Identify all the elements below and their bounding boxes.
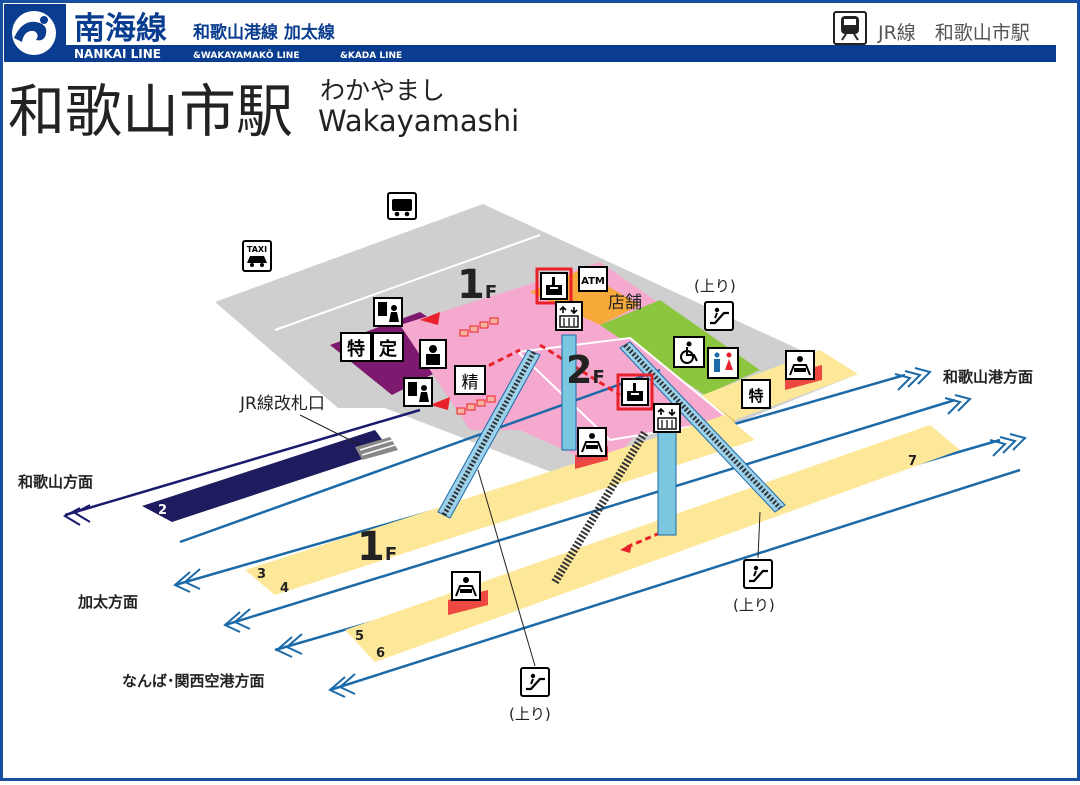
floor-label-upper: 1F	[457, 262, 497, 308]
up-label-1: (上り)	[694, 277, 736, 295]
line-name-en: NANKAI LINE	[74, 47, 161, 61]
jr-station-link: JR線 和歌山市駅	[877, 22, 1030, 44]
ticket-machine-icon-2	[403, 377, 433, 407]
svg-text:ATM: ATM	[581, 276, 605, 287]
waiting-room-icon-3	[448, 571, 488, 615]
floor-label-platform: 1F	[357, 524, 397, 570]
atm-icon: ATM	[578, 266, 608, 292]
station-name-kana: わかやまし	[320, 76, 445, 105]
fare-gates	[456, 317, 499, 415]
platform-numbers: 2 3 4 5 6 7	[158, 454, 917, 661]
svg-text:2: 2	[158, 503, 167, 518]
svg-text:5: 5	[355, 629, 364, 644]
elevator-icon-2	[653, 403, 681, 433]
bus-icon	[387, 192, 417, 220]
stairs-1	[551, 429, 649, 585]
tokkyu-ticket-icon: 特	[741, 379, 771, 409]
locker-icon	[535, 267, 573, 305]
direction-kada: 加太方面	[77, 593, 138, 611]
jr-gate-label: JR線改札口	[239, 394, 325, 414]
direction-namba: なんば･関西空港方面	[122, 672, 265, 690]
elevator-shaft-2	[657, 429, 677, 536]
svg-text:TAXI: TAXI	[247, 245, 267, 254]
elevator-icon	[555, 301, 583, 331]
direction-wakayamako: 和歌山港方面	[943, 368, 1033, 386]
escalator-2	[619, 341, 786, 513]
wheelchair-icon	[673, 336, 705, 368]
escalator-1	[437, 349, 541, 519]
waiting-room-icon-2	[575, 427, 608, 469]
escalator-icon-3	[519, 666, 551, 698]
elevator-shaft-1	[561, 334, 577, 451]
wave-logo-icon	[12, 11, 56, 55]
direction-wakayama: 和歌山方面	[18, 473, 93, 491]
sub-line-en-2: &KADA LINE	[340, 51, 402, 61]
line-name: 南海線	[74, 11, 167, 47]
up-label-3: (上り)	[509, 705, 551, 723]
ticket-machine-icon-1	[373, 297, 403, 327]
up-label-2: (上り)	[733, 596, 775, 614]
fare-adjust-sign: 精	[454, 365, 486, 395]
station-name-en: Wakayamashi	[318, 104, 519, 138]
taxi-icon: TAXI	[242, 240, 272, 272]
svg-text:特: 特	[748, 387, 763, 405]
sub-line-en-1: &WAKAYAMAKŌ LINE	[193, 50, 299, 61]
escalator-icon	[703, 300, 735, 332]
locker-icon-2	[616, 373, 654, 411]
arrow-icons	[62, 367, 1027, 698]
platform-2	[142, 430, 390, 522]
svg-text:7: 7	[908, 454, 917, 469]
station-name-ja: 和歌山市駅	[8, 79, 293, 145]
svg-text:4: 4	[280, 581, 289, 596]
svg-text:特: 特	[347, 338, 365, 360]
train-icon	[833, 11, 867, 45]
svg-text:3: 3	[257, 567, 266, 582]
station-staff-icon	[419, 339, 447, 369]
waiting-room-icon-1	[785, 350, 822, 390]
toilet-icon	[707, 347, 739, 379]
tokkyu-sign: 特 定	[340, 332, 404, 362]
sub-lines: 和歌山港線 加太線	[193, 22, 335, 43]
svg-text:定: 定	[379, 338, 397, 360]
escalator-icon-2	[742, 558, 774, 590]
platform-5-6	[345, 425, 960, 662]
header: 南海線 和歌山港線 加太線 NANKAI LINE &WAKAYAMAKŌ LI…	[4, 4, 1076, 62]
floor-label-mid: 2F	[566, 348, 605, 392]
shops-label: 店舗	[608, 293, 642, 313]
svg-text:6: 6	[376, 646, 385, 661]
svg-text:精: 精	[462, 373, 479, 393]
